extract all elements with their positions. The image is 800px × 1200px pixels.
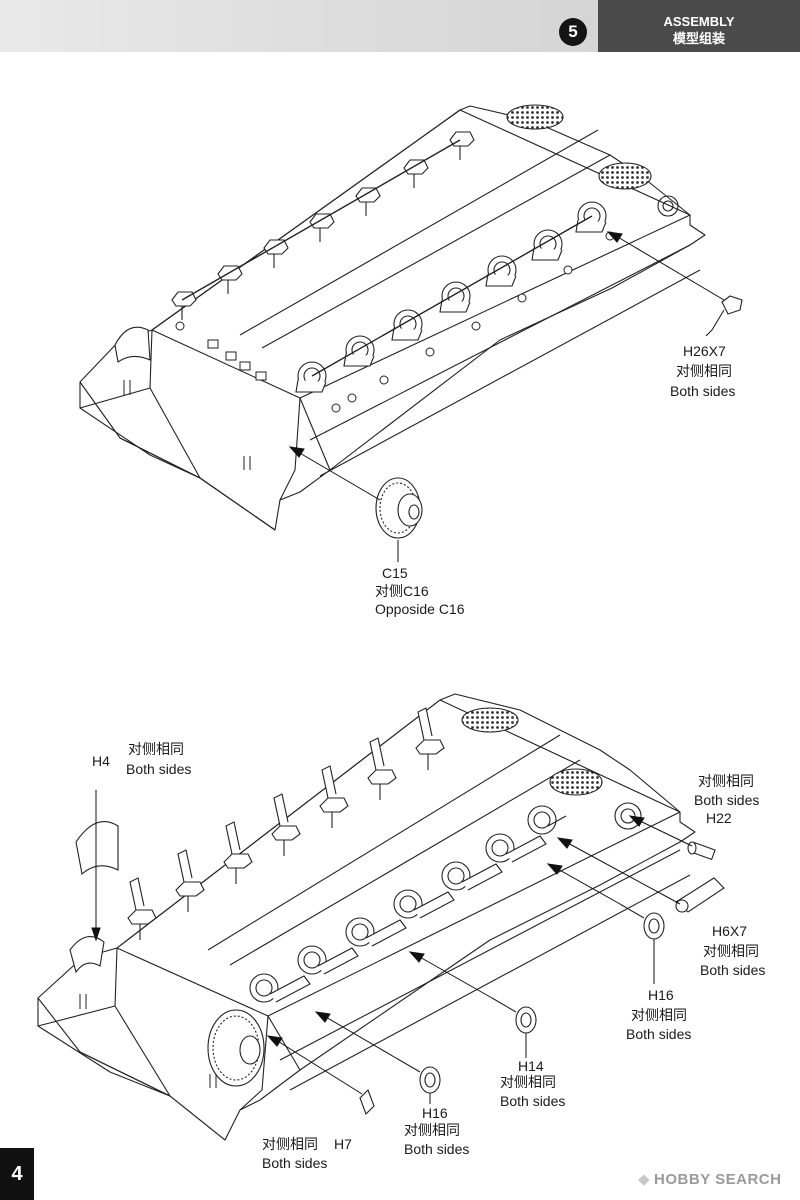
leader-h26 <box>705 329 713 337</box>
callout-h26-note-en: Both sides <box>670 383 736 399</box>
part-h14 <box>491 997 537 1034</box>
top-brackets <box>175 231 615 413</box>
header-title-panel <box>598 0 800 52</box>
callout-h16-bottom-note-en: Both sides <box>404 1141 470 1157</box>
callout-h7-note-cn: 对侧相同 <box>262 1136 318 1152</box>
callout-h4-note-en: Both sides <box>126 761 192 777</box>
watermark: ◆HOBBY SEARCH <box>638 1170 781 1188</box>
callout-h16-bottom-note-cn: 对侧相同 <box>404 1122 460 1138</box>
arrow-h7 <box>266 1035 363 1095</box>
callout-h4-part: H4 <box>92 753 110 769</box>
callout-h16-bottom-part: H16 <box>422 1105 448 1121</box>
watermark-logo-icon: ◆ <box>638 1171 651 1188</box>
callout-h22-note-en: Both sides <box>694 792 760 808</box>
arrow-h14 <box>408 951 493 999</box>
arrow-h6 <box>556 837 681 905</box>
part-h7 <box>359 1089 375 1115</box>
callout-h4-note-cn: 对侧相同 <box>128 741 184 757</box>
callout-c15-note-en: Opposide C16 <box>375 601 465 617</box>
step-number-badge: 5 <box>559 18 587 46</box>
header-subtitle: 模型组装 <box>672 31 725 46</box>
callout-h26-part: H26X7 <box>683 343 726 359</box>
arrow-h4 <box>91 790 101 942</box>
top-hull-drawing <box>79 104 706 531</box>
arrow-h16-right <box>546 863 621 905</box>
arrow-c15 <box>288 446 381 501</box>
rear-hub <box>614 802 642 830</box>
callout-c15-note-cn: 对侧C16 <box>375 583 429 599</box>
callout-h16-right-note-en: Both sides <box>626 1026 692 1042</box>
part-h6-arm <box>675 877 725 913</box>
callout-h7-note-en: Both sides <box>262 1155 328 1171</box>
arrow-h22 <box>628 815 693 847</box>
callout-h7-part: H7 <box>334 1136 352 1152</box>
callout-c15-part: C15 <box>382 565 408 581</box>
top-lower-housings <box>295 201 607 393</box>
part-h26 <box>711 295 743 331</box>
part-c15-sprocket <box>375 477 423 539</box>
top-upper-mounts <box>171 131 475 320</box>
arrow-h16-bottom <box>314 1011 397 1059</box>
callout-h14-note-en: Both sides <box>500 1093 566 1109</box>
arrow-h26 <box>606 231 725 301</box>
header-title: ASSEMBLY <box>663 14 735 29</box>
idler-wheel <box>207 1009 265 1087</box>
callout-h22-part: H22 <box>706 810 732 826</box>
page-number: 4 <box>0 1148 34 1200</box>
part-h16-bottom <box>395 1057 441 1094</box>
bottom-hull-drawing <box>37 693 696 1141</box>
callout-h6-note-cn: 对侧相同 <box>703 943 759 959</box>
callout-leaders <box>429 939 655 1104</box>
callout-h22-note-cn: 对侧相同 <box>698 773 754 789</box>
callout-h6-part: H6X7 <box>712 923 748 939</box>
callout-h14-note-cn: 对侧相同 <box>500 1074 556 1090</box>
watermark-text: HOBBY SEARCH <box>654 1171 782 1188</box>
callout-h16-right-part: H16 <box>648 987 674 1003</box>
bottom-upper-arms <box>127 707 445 940</box>
callout-h16-right-note-cn: 对侧相同 <box>631 1007 687 1023</box>
part-h16-right <box>619 903 665 940</box>
callout-h6-note-en: Both sides <box>700 962 766 978</box>
callout-h26-note-cn: 对侧相同 <box>676 363 732 379</box>
part-h22 <box>687 841 716 861</box>
part-h4-fender <box>69 821 119 974</box>
callout-h14-part: H14 <box>518 1058 544 1074</box>
bottom-lower-housings <box>249 805 567 1003</box>
